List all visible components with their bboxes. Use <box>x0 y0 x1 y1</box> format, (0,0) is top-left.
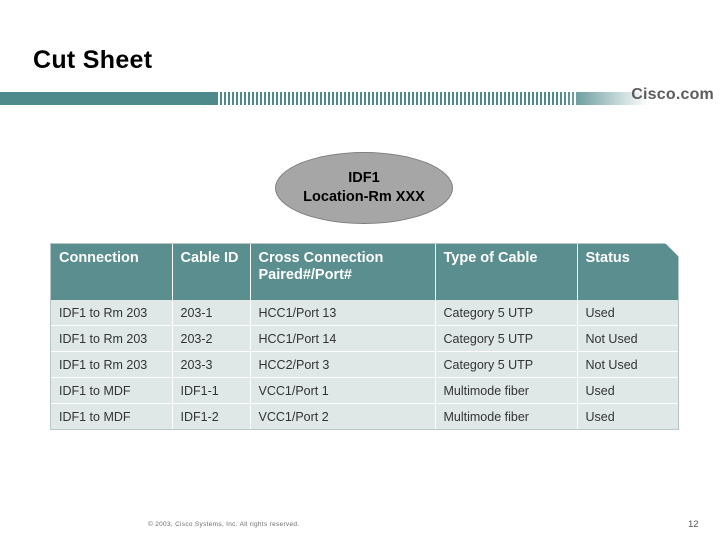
idf-ellipse: IDF1 Location-Rm XXX <box>275 152 453 224</box>
column-header-cable-id: Cable ID <box>172 244 251 300</box>
column-header-type-of-cable: Type of Cable <box>435 244 578 300</box>
cisco-logo: Cisco.com <box>631 86 714 104</box>
cell-cable-id: 203-3 <box>172 351 251 378</box>
page-title: Cut Sheet <box>33 46 153 74</box>
table-row: IDF1 to MDF IDF1-2 VCC1/Port 2 Multimode… <box>51 403 678 429</box>
cut-sheet-table-wrapper: Connection Cable ID Cross Connection Pai… <box>50 243 679 430</box>
cell-cross-connection: VCC1/Port 1 <box>250 377 436 404</box>
column-header-connection: Connection <box>51 244 173 300</box>
cell-status: Used <box>577 377 678 404</box>
cut-sheet-table: Connection Cable ID Cross Connection Pai… <box>51 244 678 429</box>
cell-type-of-cable: Multimode fiber <box>435 403 578 429</box>
table-row: IDF1 to Rm 203 203-3 HCC2/Port 3 Categor… <box>51 351 678 378</box>
cell-type-of-cable: Category 5 UTP <box>435 351 578 378</box>
table-row: IDF1 to Rm 203 203-2 HCC1/Port 14 Catego… <box>51 325 678 352</box>
column-header-cross-connection: Cross Connection Paired#/Port# <box>250 244 436 300</box>
cell-type-of-cable: Multimode fiber <box>435 377 578 404</box>
table-header-row: Connection Cable ID Cross Connection Pai… <box>51 244 678 300</box>
cell-connection: IDF1 to MDF <box>51 377 173 404</box>
table-row: IDF1 to MDF IDF1-1 VCC1/Port 1 Multimode… <box>51 377 678 404</box>
cell-cross-connection: HCC1/Port 14 <box>250 325 436 352</box>
cell-cable-id: 203-2 <box>172 325 251 352</box>
cell-cable-id: 203-1 <box>172 300 251 326</box>
cell-status: Not Used <box>577 325 678 352</box>
header-band <box>0 88 720 108</box>
header-band-hatch <box>218 92 578 105</box>
header-band-fade <box>560 92 720 105</box>
cell-cross-connection: VCC1/Port 2 <box>250 403 436 429</box>
cell-status: Used <box>577 403 678 429</box>
cell-cable-id: IDF1-1 <box>172 377 251 404</box>
column-header-status: Status <box>577 244 678 300</box>
table-row: IDF1 to Rm 203 203-1 HCC1/Port 13 Catego… <box>51 300 678 326</box>
footer-copyright: © 2003, Cisco Systems, Inc. All rights r… <box>148 521 300 528</box>
cell-status: Used <box>577 300 678 326</box>
cell-cross-connection: HCC2/Port 3 <box>250 351 436 378</box>
cell-connection: IDF1 to Rm 203 <box>51 325 173 352</box>
cell-status: Not Used <box>577 351 678 378</box>
cell-cross-connection: HCC1/Port 13 <box>250 300 436 326</box>
cell-connection: IDF1 to Rm 203 <box>51 351 173 378</box>
footer-page-number: 12 <box>688 519 699 530</box>
cell-cable-id: IDF1-2 <box>172 403 251 429</box>
cell-type-of-cable: Category 5 UTP <box>435 325 578 352</box>
cell-type-of-cable: Category 5 UTP <box>435 300 578 326</box>
cell-connection: IDF1 to Rm 203 <box>51 300 173 326</box>
cell-connection: IDF1 to MDF <box>51 403 173 429</box>
header-corner-clip <box>665 243 679 257</box>
idf-ellipse-line1: IDF1 <box>348 170 380 186</box>
idf-ellipse-line2: Location-Rm XXX <box>303 189 425 205</box>
cisco-logo-text: Cisco <box>631 86 676 103</box>
cisco-logo-suffix: .com <box>675 86 714 103</box>
